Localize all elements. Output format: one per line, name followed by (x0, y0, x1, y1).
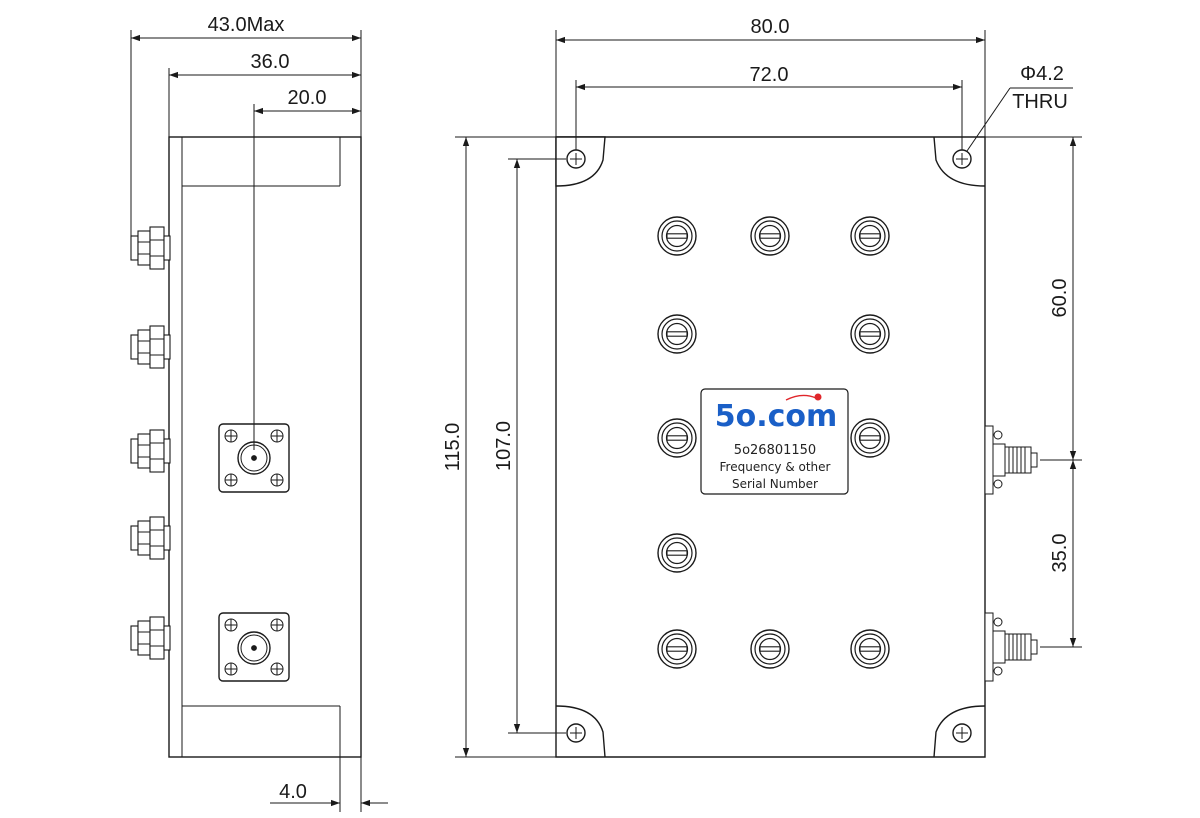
side-connector-1 (130, 226, 171, 270)
dim-port-spacing: 35.0 (1049, 534, 1071, 573)
dim-overall-depth: 43.0Max (208, 14, 285, 36)
dim-hole-diameter: Φ4.2 (1020, 63, 1064, 85)
dim-flange-thickness: 4.0 (279, 781, 307, 803)
mount-hole-tl (566, 149, 586, 169)
dim-connector-offset: 20.0 (288, 87, 327, 109)
flange-connector-upper (218, 423, 290, 493)
tuning-screw (850, 629, 890, 669)
tuning-screw (850, 418, 890, 458)
side-connector-2 (130, 325, 171, 369)
tuning-screw (657, 533, 697, 573)
dim-hole-spacing-x: 72.0 (750, 64, 789, 86)
tuning-screw (750, 216, 790, 256)
brand-logo: 5o.com (715, 399, 838, 434)
tuning-screw (850, 314, 890, 354)
tuning-screw (657, 314, 697, 354)
dim-hole-spacing-y: 107.0 (493, 421, 515, 471)
product-label (700, 388, 849, 495)
side-view (130, 30, 388, 812)
sma-connector-upper (984, 425, 1038, 495)
sma-connector-lower (984, 612, 1038, 682)
label-part-number: 5o26801150 (734, 443, 816, 458)
side-connector-5 (130, 616, 171, 660)
tuning-screw (850, 216, 890, 256)
flange-connector-lower (218, 612, 290, 682)
dim-body-depth: 36.0 (251, 51, 290, 73)
mount-hole-bl (566, 723, 586, 743)
dim-width: 80.0 (751, 16, 790, 38)
front-view (455, 30, 1082, 758)
label-serial: Serial Number (732, 477, 818, 491)
mount-hole-tr (952, 149, 972, 169)
tuning-screw (657, 216, 697, 256)
tuning-screw (657, 629, 697, 669)
dim-height: 115.0 (442, 423, 464, 472)
mount-hole-br (952, 723, 972, 743)
brand-logo-swoosh (785, 394, 817, 401)
label-frequency: Frequency & other (720, 460, 831, 474)
side-connector-3 (130, 429, 171, 473)
tuning-screw (657, 418, 697, 458)
brand-logo-dot (814, 393, 822, 401)
side-connector-4 (130, 516, 171, 560)
tuning-screw (750, 629, 790, 669)
dim-hole-thru: THRU (1012, 91, 1068, 113)
dim-port-top: 60.0 (1049, 279, 1071, 318)
